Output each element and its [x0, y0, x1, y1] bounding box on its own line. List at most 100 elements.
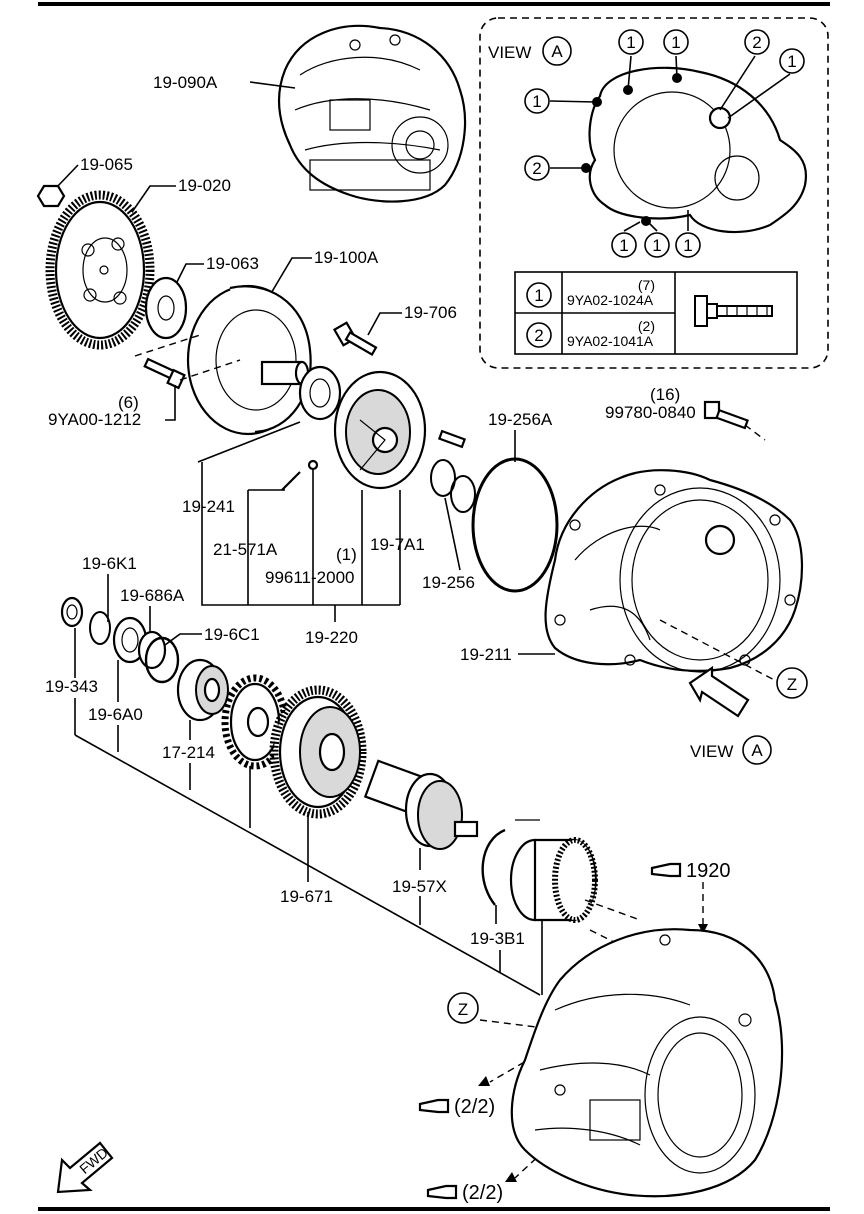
- svg-text:2: 2: [534, 326, 543, 345]
- bolt-marker: [581, 163, 591, 173]
- bolt-9YA00-1212: [143, 357, 186, 390]
- plate-19-063: [144, 276, 188, 340]
- oring-19-256A: [471, 457, 559, 593]
- legend-row-1: 1 (7) 9YA02-1024A: [526, 277, 655, 308]
- svg-text:1: 1: [652, 236, 661, 255]
- torque-converter-19-100A: [186, 284, 312, 436]
- label-21-571A: 21-571A: [213, 540, 278, 559]
- svg-text:1: 1: [626, 33, 635, 52]
- view-a-marker: 1: [675, 232, 701, 258]
- label-9YA00-1212: 9YA00-1212: [48, 410, 141, 429]
- view-a-marker: 1: [644, 232, 670, 258]
- ref-hand-icon-1920: [650, 862, 682, 878]
- transaxle-assembly-top: [277, 24, 467, 203]
- label-qty-16: (16): [650, 385, 680, 404]
- view-a-marker: 1: [611, 232, 637, 258]
- view-a-letter: A: [551, 42, 563, 61]
- zone-z-circle-2: [447, 992, 479, 1024]
- ref-hand-icon-b: [426, 1184, 458, 1200]
- label-19-7A1: 19-7A1: [370, 535, 425, 554]
- label-99780-0840: 99780-0840: [605, 403, 696, 422]
- legend-row-2: 2 (2) 9YA02-1041A: [526, 318, 655, 349]
- zone-z-circle-1: [776, 667, 808, 699]
- oring-19-256-b: [450, 475, 476, 513]
- drum-19-3B1: [509, 837, 598, 923]
- label-19-6A0: 19-6A0: [88, 705, 143, 724]
- label-19-065: 19-065: [80, 155, 133, 174]
- ring-gear-19-671: [269, 685, 367, 819]
- label-19-256A: 19-256A: [488, 410, 553, 429]
- case-small-bore: [714, 155, 760, 201]
- label-19-220: 19-220: [305, 628, 358, 647]
- view-arrow-icon: [688, 665, 750, 718]
- view-a-marker: 1: [524, 88, 550, 114]
- svg-text:9YA02-1024A: 9YA02-1024A: [567, 292, 654, 308]
- fwd-arrow-icon: FWD: [56, 1141, 114, 1194]
- ref-2-2-a: (2/2): [454, 1096, 495, 1118]
- shaft-19-57X: [363, 759, 479, 850]
- label-19-020: 19-020: [178, 176, 231, 195]
- view-a-marker: 1: [663, 29, 689, 55]
- label-19-671: 19-671: [280, 887, 333, 906]
- label-qty-6: (6): [118, 393, 139, 412]
- label-19-211: 19-211: [460, 645, 512, 664]
- svg-text:1: 1: [671, 33, 680, 52]
- label-view: VIEW: [690, 742, 733, 761]
- view-a-letter-circle: [542, 36, 572, 66]
- label-17-214: 17-214: [162, 743, 215, 762]
- seal-19-241: [298, 365, 342, 421]
- flywheel-19-020: [45, 190, 155, 350]
- bolt-99780-0840: [703, 400, 749, 430]
- svg-text:9YA02-1041A: 9YA02-1041A: [567, 333, 654, 349]
- transaxle-case-bottom: [510, 928, 784, 1198]
- converter-housing-19-211: [544, 469, 803, 673]
- svg-text:1: 1: [683, 236, 692, 255]
- case-cover-outline: [588, 66, 808, 234]
- ref-hand-icon-a: [418, 1098, 450, 1114]
- svg-text:1: 1: [532, 92, 541, 111]
- label-19-686A: 19-686A: [120, 586, 185, 605]
- ref-1920: 1920: [686, 860, 731, 882]
- view-a-marker: 2: [524, 155, 550, 181]
- snap-ring-19-6K1: [89, 611, 111, 645]
- label-19-6C1: 19-6C1: [204, 625, 260, 644]
- svg-text:2: 2: [752, 33, 761, 52]
- nut-19-065: [36, 184, 66, 208]
- view-letter-circle: [742, 735, 772, 765]
- case-seal: [708, 106, 732, 130]
- svg-text:(2): (2): [638, 318, 655, 334]
- label-19-090A: 19-090A: [153, 73, 218, 92]
- seal-19-343: [60, 596, 84, 628]
- label-19-241: 19-241: [182, 497, 235, 516]
- view-a-inset: VIEW A 1 1 2: [479, 17, 829, 369]
- svg-text:1: 1: [534, 286, 543, 305]
- label-19-256: 19-256: [422, 573, 475, 592]
- view-a-marker: 1: [779, 48, 805, 74]
- ref-2-2-b: (2/2): [462, 1182, 503, 1204]
- label-19-100A: 19-100A: [314, 248, 379, 267]
- pump-bolt: [437, 429, 467, 449]
- zone-z-2: Z: [458, 1000, 468, 1019]
- zone-z-1: Z: [787, 675, 797, 694]
- label-99611-2000: 99611-2000: [265, 568, 355, 587]
- oring-19-256-a: [430, 459, 456, 497]
- svg-text:(7): (7): [638, 277, 655, 293]
- ball-99611-2000: [307, 459, 319, 471]
- svg-text:2: 2: [532, 159, 541, 178]
- view-a-marker: 1: [618, 29, 644, 55]
- view-a-title: VIEW: [488, 43, 531, 62]
- label-19-706: 19-706: [404, 303, 457, 322]
- oil-pump-19-7A1: [333, 370, 427, 490]
- label-19-57X: 19-57X: [392, 877, 447, 896]
- case-bore: [613, 91, 731, 209]
- svg-text:1: 1: [619, 236, 628, 255]
- snap-ring-19-3B1: [481, 828, 506, 906]
- spring-21-571A: [281, 471, 301, 491]
- label-view-letter: A: [751, 741, 763, 760]
- roller-bearing-17-214: [176, 658, 229, 722]
- bolt-19-706: [332, 321, 378, 356]
- flange-bolt-icon: [694, 295, 773, 327]
- label-19-6K1: 19-6K1: [82, 554, 137, 573]
- label-qty-1: (1): [336, 545, 357, 564]
